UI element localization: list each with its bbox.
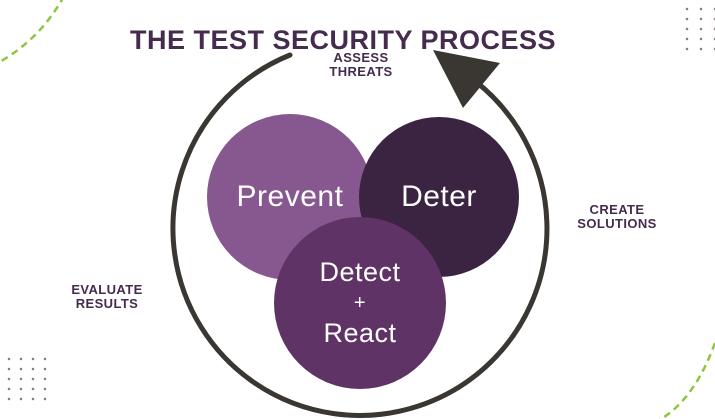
circle-label: Deter bbox=[401, 180, 477, 213]
stage-label-assess-threats: ASSESS THREATS bbox=[329, 51, 392, 79]
stage-line: THREATS bbox=[329, 64, 393, 79]
venn-circle-detect-react: Detect + React bbox=[274, 217, 446, 389]
stage-label-create-solutions: CREATE SOLUTIONS bbox=[577, 203, 656, 231]
cycle-arrowhead-icon bbox=[433, 50, 500, 108]
circle-label-line: React bbox=[323, 318, 397, 348]
stage-line: RESULTS bbox=[75, 296, 139, 311]
dashed-arc-bottom-right bbox=[658, 338, 715, 419]
plus-sign: + bbox=[353, 292, 367, 314]
circle-label-line: Detect bbox=[319, 257, 401, 287]
stage-label-evaluate-results: EVALUATE RESULTS bbox=[71, 283, 142, 311]
stage-line: EVALUATE bbox=[71, 282, 143, 297]
dot-grid-top-right bbox=[677, 1, 715, 51]
stage-line: ASSESS bbox=[333, 50, 389, 65]
dashed-arc-top-left bbox=[0, 0, 64, 64]
stage-line: CREATE bbox=[589, 202, 645, 217]
page-title: THE TEST SECURITY PROCESS bbox=[129, 25, 557, 56]
dot-grid-bottom-left bbox=[1, 352, 48, 404]
stage-line: SOLUTIONS bbox=[577, 216, 657, 231]
circle-label: Prevent bbox=[236, 180, 344, 213]
